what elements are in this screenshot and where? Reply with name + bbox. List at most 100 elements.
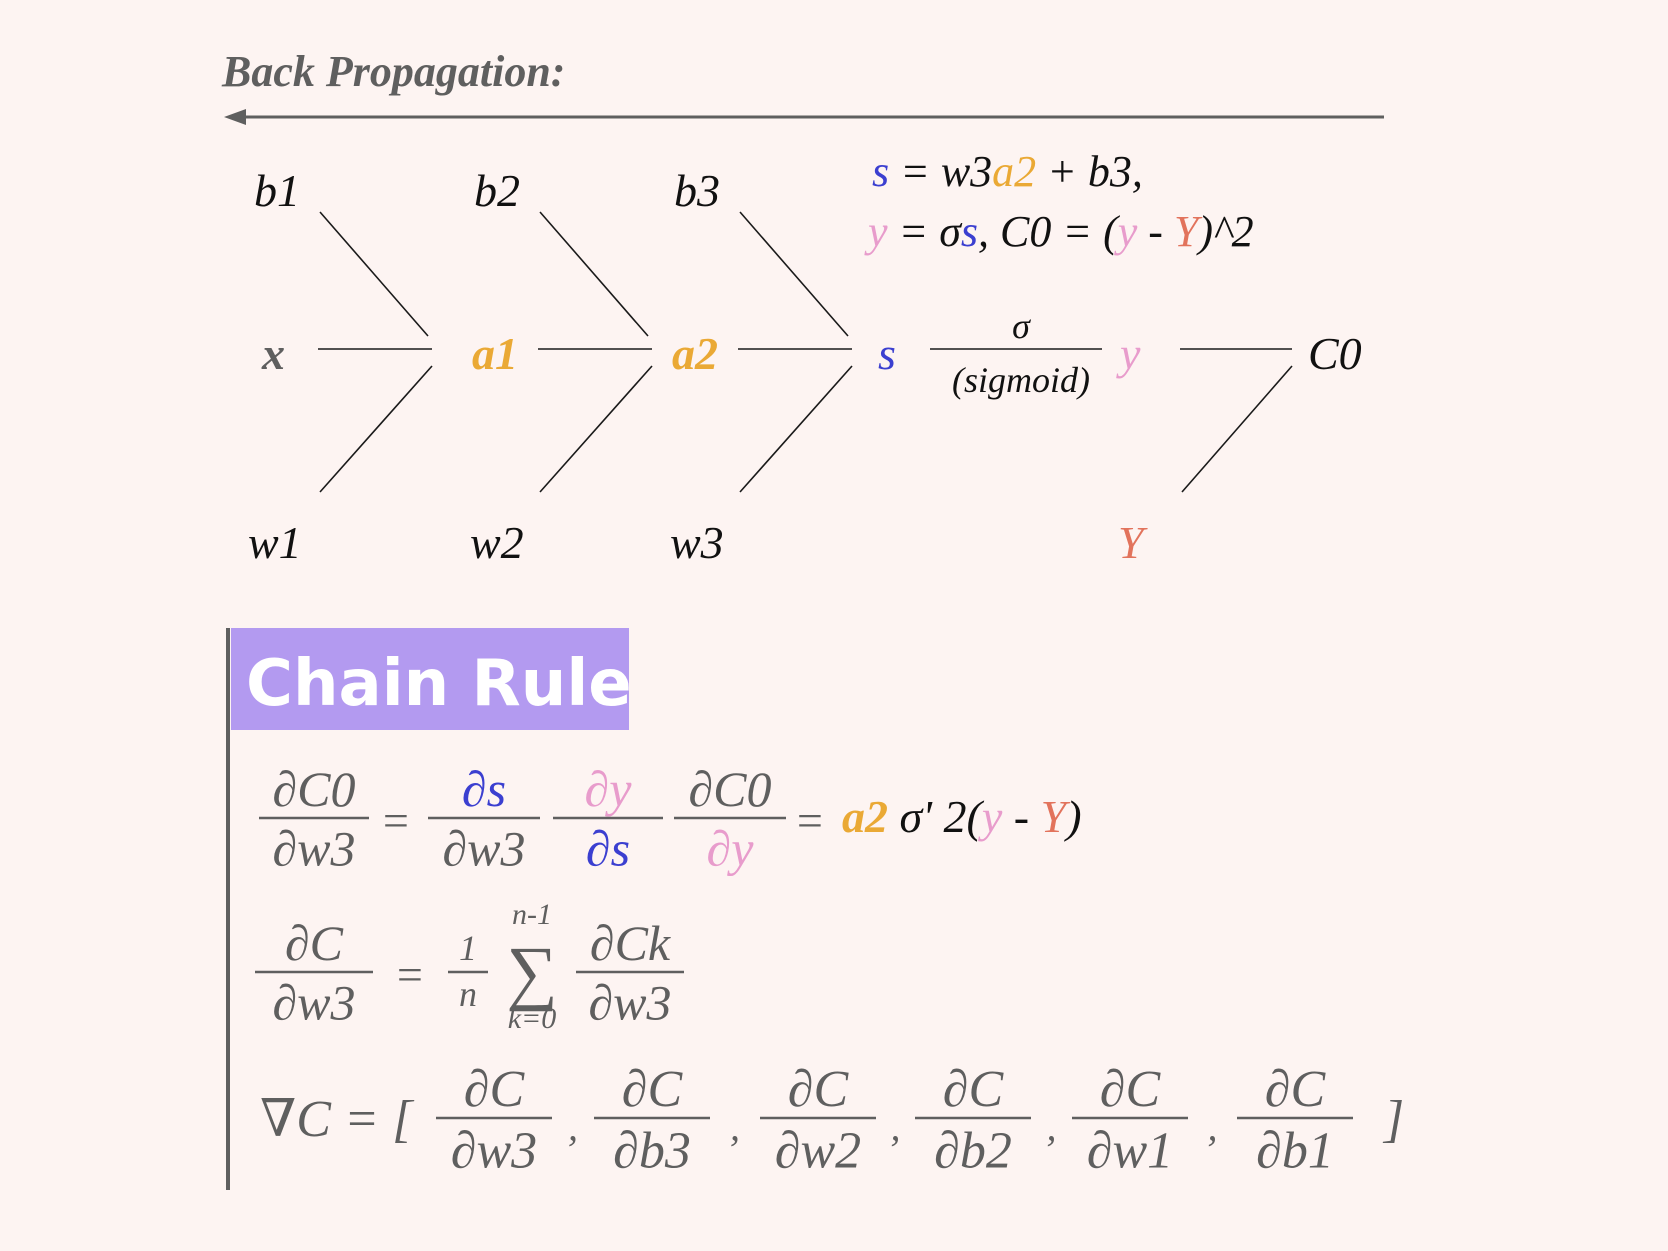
fraction-numerator: ∂C xyxy=(285,915,344,971)
equation-segment: , C0 = ( xyxy=(978,207,1120,256)
equation-segment: + b3, xyxy=(1036,147,1143,196)
eq1-dy-ds-fraction: ∂y∂s xyxy=(553,761,663,877)
equation-segment: a2 xyxy=(992,147,1036,196)
fraction-denominator: ∂w1 xyxy=(1087,1122,1173,1179)
fraction-numerator: ∂C0 xyxy=(688,761,771,817)
sigmoid-label: (sigmoid) xyxy=(952,360,1090,400)
node-w2: w2 xyxy=(470,517,524,568)
w1-to-a1-line xyxy=(319,365,433,493)
eq1-result: a2 σ' 2(y - Y) xyxy=(842,791,1082,842)
fraction-numerator: ∂C xyxy=(1265,1061,1327,1118)
fraction-denominator: n xyxy=(459,974,477,1014)
gradient-term-6: ∂C∂b1 xyxy=(1237,1061,1353,1179)
node-b3: b3 xyxy=(674,165,720,216)
node-b2: b2 xyxy=(474,165,520,216)
fraction-numerator: ∂C xyxy=(943,1061,1005,1118)
network-nodes: b1 b2 b3 x a1 a2 s y C0 w1 w2 w3 Y xyxy=(248,165,1362,568)
chain-rule-header-box xyxy=(231,628,629,730)
fraction-denominator: ∂w3 xyxy=(442,821,525,877)
fraction-numerator: ∂C xyxy=(1100,1061,1162,1118)
comma: , xyxy=(568,1104,578,1149)
fraction-numerator: ∂Ck xyxy=(590,915,671,971)
b2-to-a2-line xyxy=(539,211,649,337)
equation-segment: - xyxy=(1002,791,1040,842)
eq1-ds-dw3-fraction: ∂s∂w3 xyxy=(428,761,540,877)
fraction-denominator: ∂b3 xyxy=(613,1122,691,1179)
fraction-numerator: ∂C0 xyxy=(272,761,355,817)
backprop-arrow-head-icon xyxy=(224,109,246,125)
comma: , xyxy=(1208,1104,1218,1149)
comma: , xyxy=(730,1104,740,1149)
network-connections xyxy=(318,211,1293,493)
chain-rule-header: Chain Rule xyxy=(246,647,632,721)
fraction-denominator: ∂w3 xyxy=(272,975,355,1031)
eq1-lhs-fraction: ∂C0∂w3 xyxy=(259,761,369,877)
equation-segment: = σ xyxy=(888,207,964,256)
definition-line-2: y = σs, C0 = (y - Y)^2 xyxy=(864,207,1254,256)
equation-segment: y xyxy=(864,207,888,256)
definition-line-1: s = w3a2 + b3, xyxy=(872,147,1143,196)
sum-upper-limit: n-1 xyxy=(512,898,552,931)
fraction-denominator: ∂b2 xyxy=(934,1122,1012,1179)
fraction-numerator: ∂C xyxy=(464,1061,526,1118)
fraction-denominator: ∂w2 xyxy=(775,1122,861,1179)
fraction-numerator: 1 xyxy=(459,928,477,968)
node-y: y xyxy=(1116,328,1141,379)
sum-lower-limit: k=0 xyxy=(508,1002,557,1035)
node-cost: C0 xyxy=(1308,328,1362,379)
eq1-dc0-dy-fraction: ∂C0∂y xyxy=(674,761,786,877)
equals-sign: = xyxy=(380,795,411,846)
equation-segment: ) xyxy=(1063,791,1081,842)
node-b1: b1 xyxy=(254,165,300,216)
equation-segment: y xyxy=(978,791,1003,842)
equation-segment: Y xyxy=(1041,791,1071,842)
node-x: x xyxy=(261,328,285,379)
eq2-one-over-n-fraction: 1n xyxy=(448,928,488,1014)
fraction-denominator: ∂b1 xyxy=(1256,1122,1334,1179)
chain-rule-equations: ∂C0∂w3=∂s∂w3∂y∂s∂C0∂y=a2 σ' 2(y - Y)∂C∂w… xyxy=(255,761,1404,1179)
equals-sign: = xyxy=(394,949,425,1000)
gradient-lhs: ∇C = [ xyxy=(260,1091,415,1148)
node-w1: w1 xyxy=(248,517,302,568)
equation-segment: )^2 xyxy=(1195,207,1253,256)
gradient-term-5: ∂C∂w1 xyxy=(1072,1061,1188,1179)
fraction-denominator: ∂w3 xyxy=(588,975,671,1031)
fraction-numerator: ∂y xyxy=(585,761,633,817)
comma: , xyxy=(1047,1104,1057,1149)
eq2-dck-dw3-fraction: ∂Ck∂w3 xyxy=(576,915,684,1031)
gradient-term-2: ∂C∂b3 xyxy=(594,1061,710,1179)
node-target-y: Y xyxy=(1118,517,1148,568)
fraction-numerator: ∂s xyxy=(462,761,506,817)
node-a2: a2 xyxy=(672,328,718,379)
fraction-numerator: ∂C xyxy=(622,1061,684,1118)
gradient-term-4: ∂C∂b2 xyxy=(915,1061,1031,1179)
fraction-denominator: ∂w3 xyxy=(451,1122,537,1179)
sigma-label: σ xyxy=(1012,306,1031,346)
equation-segment: Y xyxy=(1174,207,1203,256)
equation-segment: - xyxy=(1137,207,1174,256)
sum-symbol: ∑ xyxy=(506,932,557,1012)
fraction-denominator: ∂y xyxy=(707,821,755,877)
fraction-numerator: ∂C xyxy=(788,1061,850,1118)
node-w3: w3 xyxy=(670,517,724,568)
fraction-denominator: ∂w3 xyxy=(272,821,355,877)
equals-sign: = xyxy=(794,795,825,846)
node-a1: a1 xyxy=(472,328,518,379)
comma: , xyxy=(891,1104,901,1149)
eq2-lhs-fraction: ∂C∂w3 xyxy=(255,915,373,1031)
gradient-term-3: ∂C∂w2 xyxy=(760,1061,876,1179)
page-title: Back Propagation: xyxy=(221,47,565,96)
equation-segment: s xyxy=(961,207,978,256)
node-s: s xyxy=(878,328,896,379)
gradient-term-1: ∂C∂w3 xyxy=(436,1061,552,1179)
equation-segment: s xyxy=(872,147,889,196)
b1-to-a1-line xyxy=(319,211,429,337)
equation-segment: y xyxy=(1114,207,1138,256)
gradient-close-bracket: ] xyxy=(1382,1091,1404,1148)
target-to-cost-line xyxy=(1181,365,1293,493)
equation-segment: a2 xyxy=(842,791,888,842)
w2-to-a2-line xyxy=(539,365,653,493)
equation-segment: = w3 xyxy=(889,147,992,196)
